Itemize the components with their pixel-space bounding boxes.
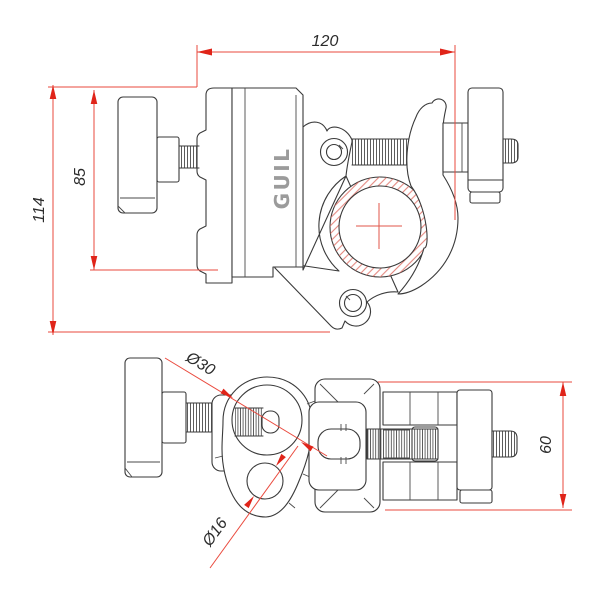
plan-plate-dividers [383, 392, 439, 500]
dim-bore-small-arrow-1 [276, 453, 286, 466]
dim-width-arrow-left [197, 48, 212, 56]
tube-inner-circle [338, 185, 422, 269]
dim-depth-arrow-top [559, 382, 567, 396]
dim-depth-label: 60 [538, 436, 555, 454]
dim-total-height-label: 114 [31, 197, 48, 223]
stepped-plate [196, 87, 233, 284]
plan-rod-tip [317, 428, 361, 460]
top-ear-notch [338, 144, 344, 150]
dim-bore-small-arrow-2 [244, 496, 254, 509]
top-ear-boss [319, 137, 349, 167]
left-knob [117, 96, 158, 214]
dim-bore-large-line [164, 357, 328, 457]
plan-right-knob-foot [459, 489, 493, 504]
right-knob-foot [469, 191, 501, 204]
main-block [231, 87, 304, 278]
dim-bore-large-arrow-2 [301, 442, 314, 452]
plan-right-knob [456, 389, 493, 491]
brand-logo: GUIL [270, 147, 294, 210]
dim-knob-height-lines [90, 90, 218, 271]
tube-center-crosshair [356, 203, 402, 249]
right-knob [467, 87, 504, 193]
plan-thread-left [186, 403, 212, 432]
plan-left-knob [124, 357, 163, 478]
plan-left-knob-lines [124, 461, 160, 478]
dim-bore-small-line [209, 445, 299, 569]
bottom-ear-boss [338, 288, 368, 318]
dim-bore-large-arrow-1 [220, 388, 233, 398]
dim-knob-height-label: 85 [72, 168, 89, 186]
plan-small-bore [246, 462, 284, 500]
dim-total-height-lines [48, 85, 330, 335]
dim-depth-lines [378, 381, 572, 511]
plan-bottom-plate [382, 461, 458, 501]
knob-bracket [156, 136, 180, 183]
side-view: GUIL [117, 87, 519, 330]
dim-knob-height-arrow-bottom [90, 256, 98, 270]
top-ear-hole [325, 143, 343, 161]
dim-total-height-arrow-bottom [49, 321, 57, 335]
plan-screw-nut [411, 426, 439, 462]
plan-bracket [161, 391, 187, 444]
dim-width-label: 120 [312, 33, 339, 50]
plan-rod-thread-edges [234, 407, 264, 437]
plan-rod-thread [235, 408, 263, 436]
dim-width-arrow-right [440, 48, 455, 56]
plan-thread-left-edges [185, 402, 213, 433]
plan-screw-thread [367, 429, 438, 459]
left-knob-lines [117, 197, 155, 214]
plan-thread-tip-right [491, 430, 518, 458]
dim-depth-arrow-bottom [559, 494, 567, 508]
thread-tip-right [502, 138, 519, 164]
plan-jaw-clips [340, 424, 347, 464]
plan-view [124, 357, 518, 518]
knob-thread-left [179, 146, 199, 168]
main-block-lines [244, 88, 297, 277]
dim-knob-height-arrow-top [90, 90, 98, 104]
plan-top-plate [382, 391, 458, 426]
dim-total-height-arrow-top [49, 85, 57, 99]
bottom-ear-notch [345, 295, 351, 301]
dim-bore-large-label: Ø30 [182, 349, 218, 380]
knob-thread-left-edges [178, 145, 200, 169]
plan-screw-edges [366, 428, 439, 460]
bottom-ear-hole [343, 293, 363, 313]
